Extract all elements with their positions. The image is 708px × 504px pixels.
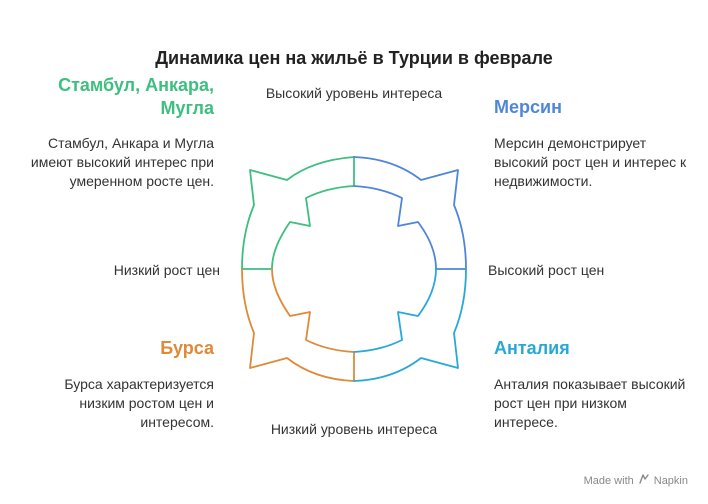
quadrant-description-top-right: Мерсин демонстрирует высокий рост цен и …: [494, 135, 687, 189]
quadrant-description-bottom-left: Бурса характеризуется низким ростом цен …: [64, 376, 214, 430]
quadrant-shape-bottom-right: [353, 268, 467, 382]
axis-label-bottom: Низкий уровень интереса: [270, 421, 438, 437]
quadrant-heading-top-right: Мерсин: [494, 97, 562, 117]
quadrant-inner-arc-bottom-left: [271, 268, 355, 353]
quadrant-outer-arc-bottom-right: [353, 268, 467, 382]
quadrant-inner-arc-top-right: [353, 185, 437, 270]
napkin-logo-icon: [638, 473, 650, 488]
quadrant-shape-top-right: [353, 156, 467, 270]
axis-label-right: Высокий рост цен: [488, 262, 605, 278]
quadrant-shape-bottom-left: [241, 268, 355, 382]
quadrant-inner-arc-bottom-right: [353, 268, 437, 353]
quadrant-description-top-left: Стамбул, Анкара и Мугла имеют высокий ин…: [30, 135, 214, 189]
axis-label-top: Высокий уровень интереса: [265, 85, 443, 101]
quadrant-outer-arc-top-right: [353, 156, 467, 270]
made-with-napkin-footer: Made with Napkin: [584, 473, 688, 488]
quadrant-outer-arc-top-left: [241, 156, 355, 270]
made-with-label: Made with: [583, 474, 634, 487]
quadrant-heading-bottom-left: Бурса: [160, 338, 214, 358]
napkin-brand-label: Napkin: [653, 474, 688, 487]
quadrant-description-bottom-right: Анталия показывает высокий рост цен при …: [494, 376, 686, 430]
quadrant-shape-top-left: [241, 156, 355, 270]
quadrant-heading-top-left: Стамбул, Анкара, Мугла: [58, 75, 214, 118]
quadrant-outer-arc-bottom-left: [241, 268, 355, 382]
diagram-title: Динамика цен на жильё в Турции в феврале: [155, 48, 553, 68]
quadrant-inner-arc-top-left: [241, 185, 355, 270]
quadrant-heading-bottom-right: Анталия: [494, 338, 570, 358]
axis-label-left: Низкий рост цен: [113, 262, 220, 278]
